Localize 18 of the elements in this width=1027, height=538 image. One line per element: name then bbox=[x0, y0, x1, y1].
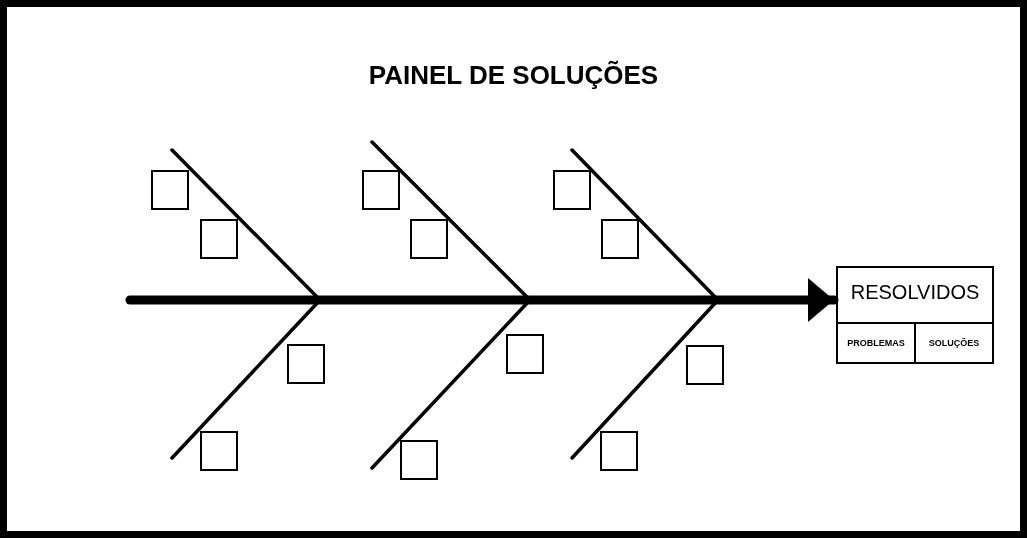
empty-box bbox=[506, 334, 544, 374]
empty-box bbox=[600, 431, 638, 471]
empty-box bbox=[200, 431, 238, 471]
diagram-title: PAINEL DE SOLUÇÕES bbox=[367, 60, 660, 91]
empty-box bbox=[362, 170, 400, 210]
empty-box bbox=[400, 440, 438, 480]
cell-label: SOLUÇÕES bbox=[927, 338, 981, 349]
empty-box bbox=[553, 170, 591, 210]
empty-box bbox=[410, 219, 448, 259]
box-heading: RESOLVIDOS bbox=[849, 280, 981, 304]
cell-label: PROBLEMAS bbox=[846, 338, 906, 349]
empty-box bbox=[287, 344, 325, 384]
result-box bbox=[836, 266, 994, 364]
empty-box bbox=[151, 170, 189, 210]
empty-box bbox=[200, 219, 238, 259]
spine-arrow bbox=[125, 278, 839, 322]
empty-box bbox=[686, 345, 724, 385]
empty-box bbox=[601, 219, 639, 259]
